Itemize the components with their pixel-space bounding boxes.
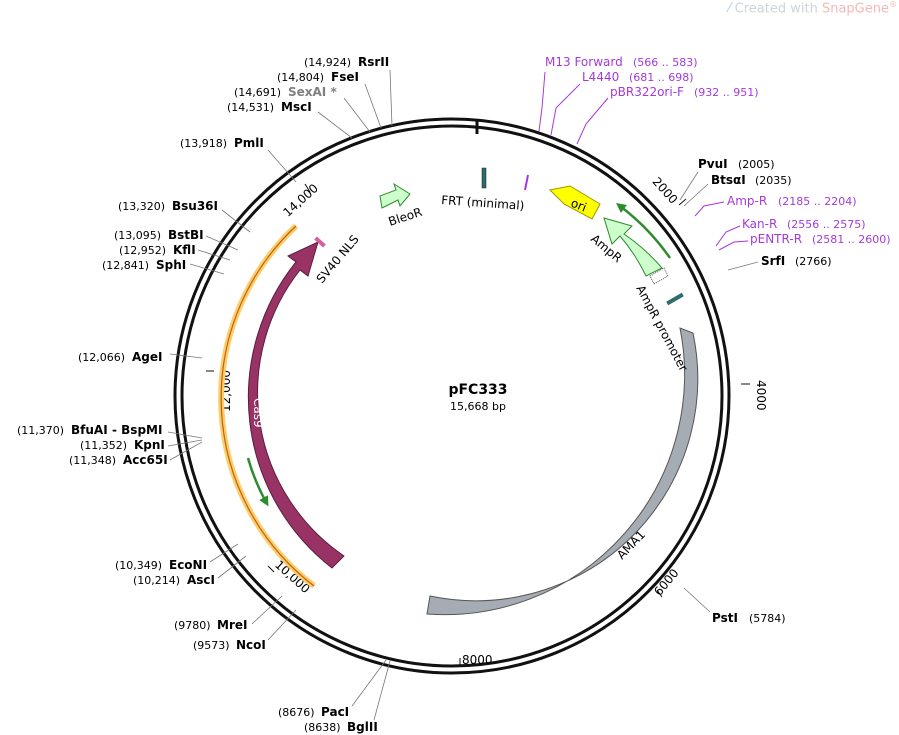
enzyme-srfi-pos: (2766) xyxy=(795,255,832,268)
enzyme-bstbi[interactable]: BstBI xyxy=(168,228,204,242)
ampr-green-segment xyxy=(616,202,672,259)
tick-mark-6000 xyxy=(656,589,663,598)
enzyme-pvui-pos: (2005) xyxy=(738,158,775,171)
tick-14000: 14,000 xyxy=(280,181,321,220)
tick-mark-10000 xyxy=(267,565,275,573)
feature-ama1[interactable] xyxy=(426,327,699,616)
left-green-segment xyxy=(246,457,269,507)
enzyme-bglii[interactable]: BglII xyxy=(347,720,378,734)
tick-8000: 8000 xyxy=(462,653,493,667)
enzyme-btsai-pos: (2035) xyxy=(755,174,792,187)
feature-ori[interactable] xyxy=(548,185,601,220)
enzyme-srfi[interactable]: SrfI xyxy=(761,254,785,268)
watermark-mark: ® xyxy=(889,0,897,9)
enzyme-btsai[interactable]: BtsαI xyxy=(711,173,746,187)
tick-mark-2000 xyxy=(678,198,687,206)
enzyme-sexai-pos: (14,691) xyxy=(234,86,281,99)
enzyme-bspmi[interactable]: - BspMI xyxy=(112,423,162,437)
enzyme-msci-pos: (14,531) xyxy=(227,101,274,114)
primer-amp-r[interactable]: Amp-R xyxy=(727,194,767,208)
primer-kan-r-pos: (2556 .. 2575) xyxy=(787,218,866,231)
primer-l4440[interactable]: L4440 xyxy=(582,70,619,84)
primer-kan-r[interactable]: Kan-R xyxy=(742,217,777,231)
primer-pentr-r-pos: (2581 .. 2600) xyxy=(812,233,891,246)
enzyme-agei-pos: (12,066) xyxy=(78,351,125,364)
primer-m13-forward[interactable]: M13 Forward xyxy=(545,55,623,69)
enzyme-kpni[interactable]: KpnI xyxy=(134,438,165,452)
backbone-inner xyxy=(180,124,724,668)
feature-ori-label: ori xyxy=(569,196,589,215)
enzyme-asci[interactable]: AscI xyxy=(187,573,215,587)
enzyme-pvui[interactable]: PvuI xyxy=(698,157,728,171)
enzyme-paci-pos: (8676) xyxy=(278,706,315,719)
primer-group: M13 Forward (566 .. 583) L4440 (681 .. 6… xyxy=(538,55,891,251)
feature-ampr-promoter[interactable] xyxy=(666,292,684,306)
enzyme-fsei-pos: (14,804) xyxy=(277,71,324,84)
enzyme-paci[interactable]: PacI xyxy=(321,705,349,719)
enzyme-sphi-pos: (12,841) xyxy=(102,259,149,272)
enzyme-ncoi-pos: (9573) xyxy=(193,639,230,652)
enzyme-pmli-pos: (13,918) xyxy=(180,137,227,150)
tick-4000: 4000 xyxy=(754,380,768,411)
primer-pbr322ori-f-pos: (932 .. 951) xyxy=(694,86,759,99)
enzyme-mrei-pos: (9780) xyxy=(174,619,211,632)
plasmid-size: 15,668 bp xyxy=(450,400,506,413)
enzyme-econi[interactable]: EcoNI xyxy=(169,558,207,572)
enzyme-bglii-pos: (8638) xyxy=(304,721,341,734)
tick-mark-14000 xyxy=(304,183,311,193)
primer-l4440-pos: (681 .. 698) xyxy=(629,71,694,84)
watermark-brand: SnapGene xyxy=(821,1,889,17)
feature-frt[interactable] xyxy=(481,167,487,189)
snapgene-logo-icon: ⁄ xyxy=(728,1,731,17)
feature-sv40-nls[interactable] xyxy=(314,236,326,248)
snapgene-watermark: ⁄Created with SnapGene® xyxy=(729,0,898,16)
watermark-prefix: Created with xyxy=(734,1,822,17)
enzyme-acc65i[interactable]: Acc65I xyxy=(123,453,168,467)
enzyme-asci-pos: (10,214) xyxy=(133,574,180,587)
enzyme-group-right: PvuI (2005) BtsαI (2035) SrfI (2766) Pst… xyxy=(679,157,832,625)
tick-2000: 2000 xyxy=(650,175,681,207)
enzyme-rsrii[interactable]: RsrII xyxy=(358,55,389,69)
plasmid-name: pFC333 xyxy=(448,382,507,398)
enzyme-agei[interactable]: AgeI xyxy=(132,350,162,364)
ampr-dotted-end xyxy=(649,267,669,285)
feature-cas9-label: Cas9 xyxy=(251,398,265,428)
enzyme-rsrii-pos: (14,924) xyxy=(304,56,351,69)
enzyme-kpni-pos: (11,352) xyxy=(80,439,127,452)
enzyme-psti[interactable]: PstI xyxy=(712,611,738,625)
enzyme-fsei[interactable]: FseI xyxy=(331,70,359,84)
enzyme-bfuai-pos: (11,370) xyxy=(17,424,64,437)
enzyme-bsu36i[interactable]: Bsu36I xyxy=(172,199,218,213)
feature-frt-label: FRT (minimal) xyxy=(441,193,525,213)
feature-ampr[interactable] xyxy=(603,217,663,277)
enzyme-ncoi[interactable]: NcoI xyxy=(236,638,266,652)
enzyme-bsu36i-pos: (13,320) xyxy=(118,200,165,213)
enzyme-sphi[interactable]: SphI xyxy=(156,258,186,272)
enzyme-bfuai[interactable]: BfuAI xyxy=(71,423,108,437)
orf-line xyxy=(220,225,315,587)
enzyme-mrei[interactable]: MreI xyxy=(217,618,247,632)
enzyme-psti-pos: (5784) xyxy=(749,612,786,625)
enzyme-econi-pos: (10,349) xyxy=(115,559,162,572)
primer-pbr322ori-f[interactable]: pBR322ori-F xyxy=(610,85,684,99)
primer-pentr-r[interactable]: pENTR-R xyxy=(750,232,802,246)
enzyme-bstbi-pos: (13,095) xyxy=(114,229,161,242)
enzyme-kfli-pos: (12,952) xyxy=(119,244,166,257)
enzyme-kfli[interactable]: KflI xyxy=(173,243,196,257)
enzyme-group-left: (14,924) RsrII (14,804) FseI (14,691) Se… xyxy=(17,55,393,734)
primer-amp-r-pos: (2185 .. 2204) xyxy=(778,195,857,208)
feature-bleor-label: BleoR xyxy=(387,205,424,229)
enzyme-msci[interactable]: MscI xyxy=(281,100,312,114)
primer-m13-forward-pos: (566 .. 583) xyxy=(633,56,698,69)
frt-marker xyxy=(524,174,529,191)
enzyme-pmli[interactable]: PmlI xyxy=(234,136,264,150)
feature-bleor[interactable] xyxy=(379,182,411,209)
enzyme-acc65i-pos: (11,348) xyxy=(69,454,116,467)
enzyme-sexai[interactable]: SexAI * xyxy=(288,85,337,99)
backbone-outer xyxy=(173,117,731,675)
